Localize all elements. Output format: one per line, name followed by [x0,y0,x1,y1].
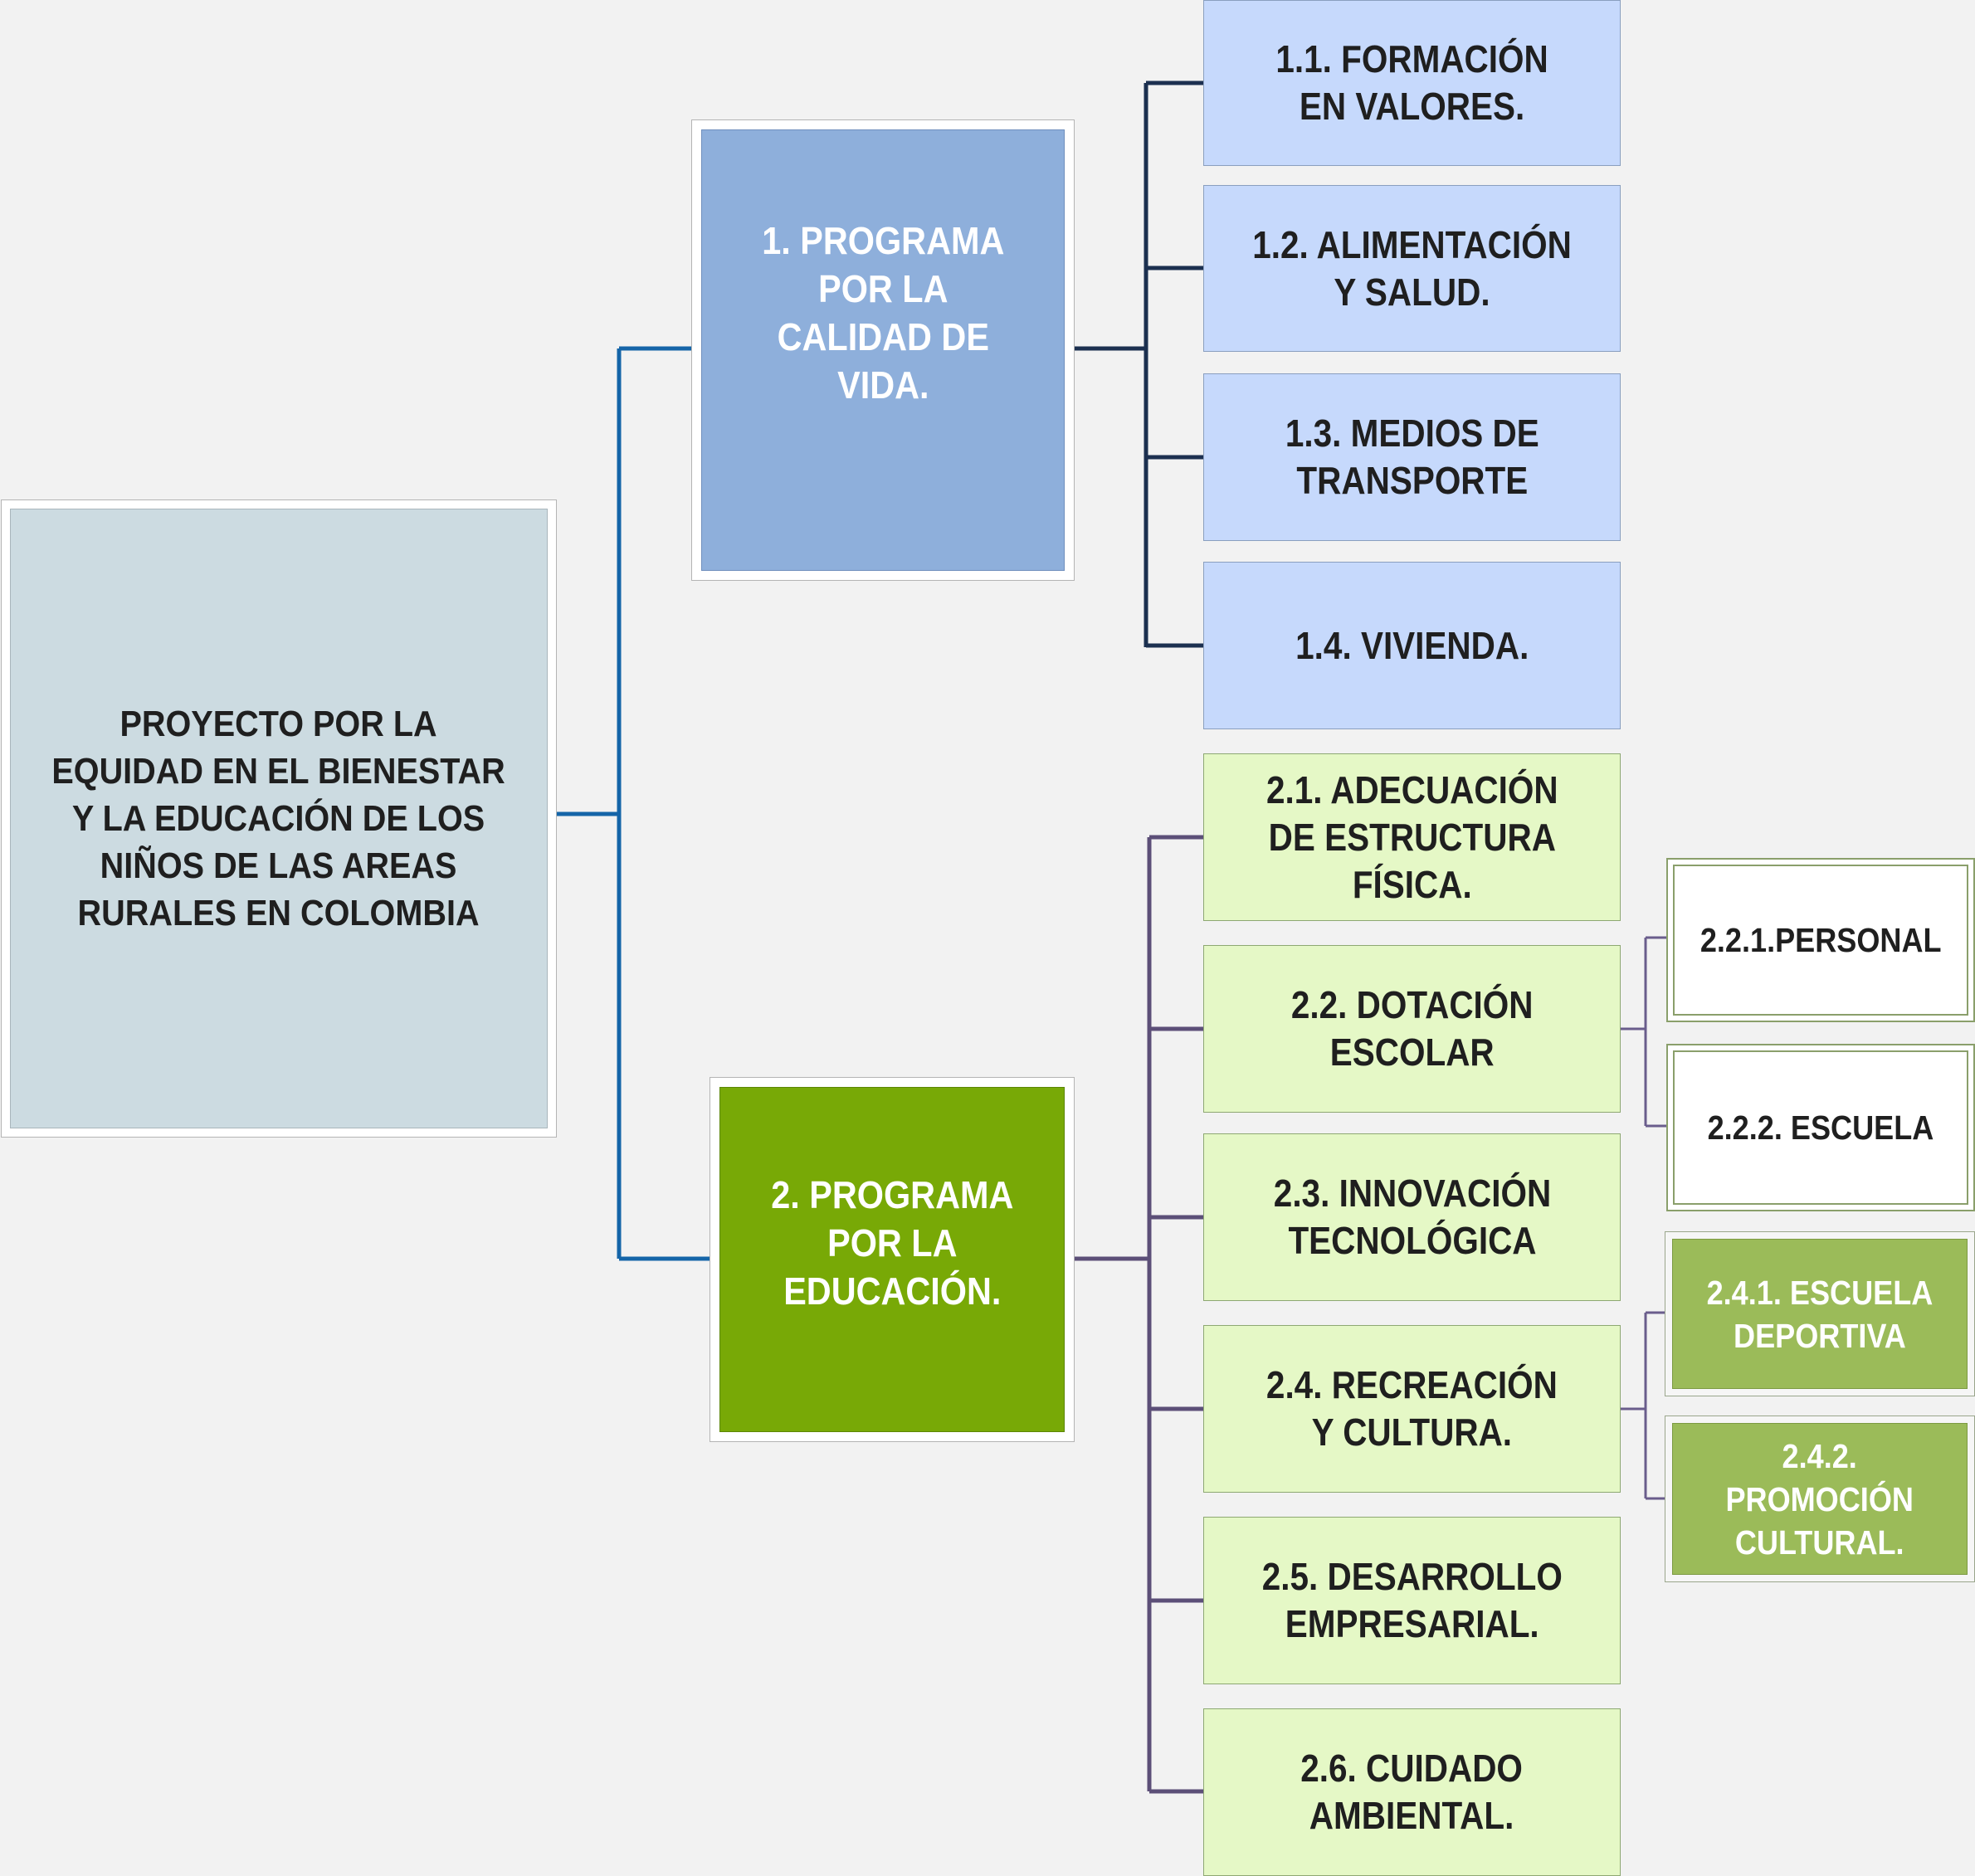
program1-connectors [1075,80,1203,648]
program2-connectors [1075,835,1203,1794]
item-2-4-1-label: 2.4.1. ESCUELA DEPORTIVA [1706,1273,1934,1355]
root-connectors [557,346,710,1261]
item-2-4-label: 2.4. RECREACIÓN Y CULTURA. [1266,1363,1558,1454]
item-2-1: 2.1. ADECUACIÓN DE ESTRUCTURA FÍSICA. [1203,753,1621,921]
item-1-3-label: 1.3. MEDIOS DE TRANSPORTE [1285,412,1539,502]
item-2-3-label: 2.3. INNOVACIÓN TECNOLÓGICA [1273,1172,1551,1262]
item-2-4: 2.4. RECREACIÓN Y CULTURA. [1203,1325,1621,1493]
item-1-1: 1.1. FORMACIÓN EN VALORES. [1203,0,1621,166]
sub-2-4-connectors [1621,1311,1665,1500]
item-2-2-1-label: 2.2.1.PERSONAL [1699,921,1942,959]
item-2-2-2: 2.2.2. ESCUELA [1666,1044,1975,1211]
item-2-2-1: 2.2.1.PERSONAL [1666,858,1975,1022]
item-2-3: 2.3. INNOVACIÓN TECNOLÓGICA [1203,1133,1621,1301]
item-2-1-label: 2.1. ADECUACIÓN DE ESTRUCTURA FÍSICA. [1265,767,1558,906]
item-1-4: 1.4. VIVIENDA. [1203,562,1621,729]
item-2-2-2-label: 2.2.2. ESCUELA [1707,1109,1934,1147]
item-1-4-label: 1.4. VIVIENDA. [1295,623,1529,667]
program2-node: 2. PROGRAMA POR LA EDUCACIÓN. [710,1077,1075,1442]
item-1-1-label: 1.1. FORMACIÓN EN VALORES. [1275,37,1548,128]
item-2-4-2-label: 2.4.2. PROMOCIÓN CULTURAL. [1725,1436,1914,1562]
program1-label: 1. PROGRAMA POR LA CALIDAD DE VIDA. [761,219,1005,407]
sub-2-2-connectors [1621,936,1666,1128]
item-2-2-label: 2.2. DOTACIÓN ESCOLAR [1290,983,1534,1074]
program2-label: 2. PROGRAMA POR LA EDUCACIÓN. [770,1173,1014,1313]
root-node: PROYECTO POR LA EQUIDAD EN EL BIENESTAR … [1,499,557,1138]
item-2-4-2: 2.4.2. PROMOCIÓN CULTURAL. [1665,1416,1975,1582]
item-2-2: 2.2. DOTACIÓN ESCOLAR [1203,945,1621,1113]
item-1-2: 1.2. ALIMENTACIÓN Y SALUD. [1203,185,1621,352]
root-label: PROYECTO POR LA EQUIDAD EN EL BIENESTAR … [51,704,506,933]
item-2-5-label: 2.5. DESARROLLO EMPRESARIAL. [1261,1555,1563,1645]
item-2-6-label: 2.6. CUIDADO AMBIENTAL. [1300,1747,1524,1837]
item-2-4-1: 2.4.1. ESCUELA DEPORTIVA [1665,1231,1975,1396]
item-1-3: 1.3. MEDIOS DE TRANSPORTE [1203,373,1621,541]
program1-node: 1. PROGRAMA POR LA CALIDAD DE VIDA. [691,119,1075,581]
item-2-6: 2.6. CUIDADO AMBIENTAL. [1203,1708,1621,1876]
item-1-2-label: 1.2. ALIMENTACIÓN Y SALUD. [1252,222,1572,314]
item-2-5: 2.5. DESARROLLO EMPRESARIAL. [1203,1517,1621,1684]
